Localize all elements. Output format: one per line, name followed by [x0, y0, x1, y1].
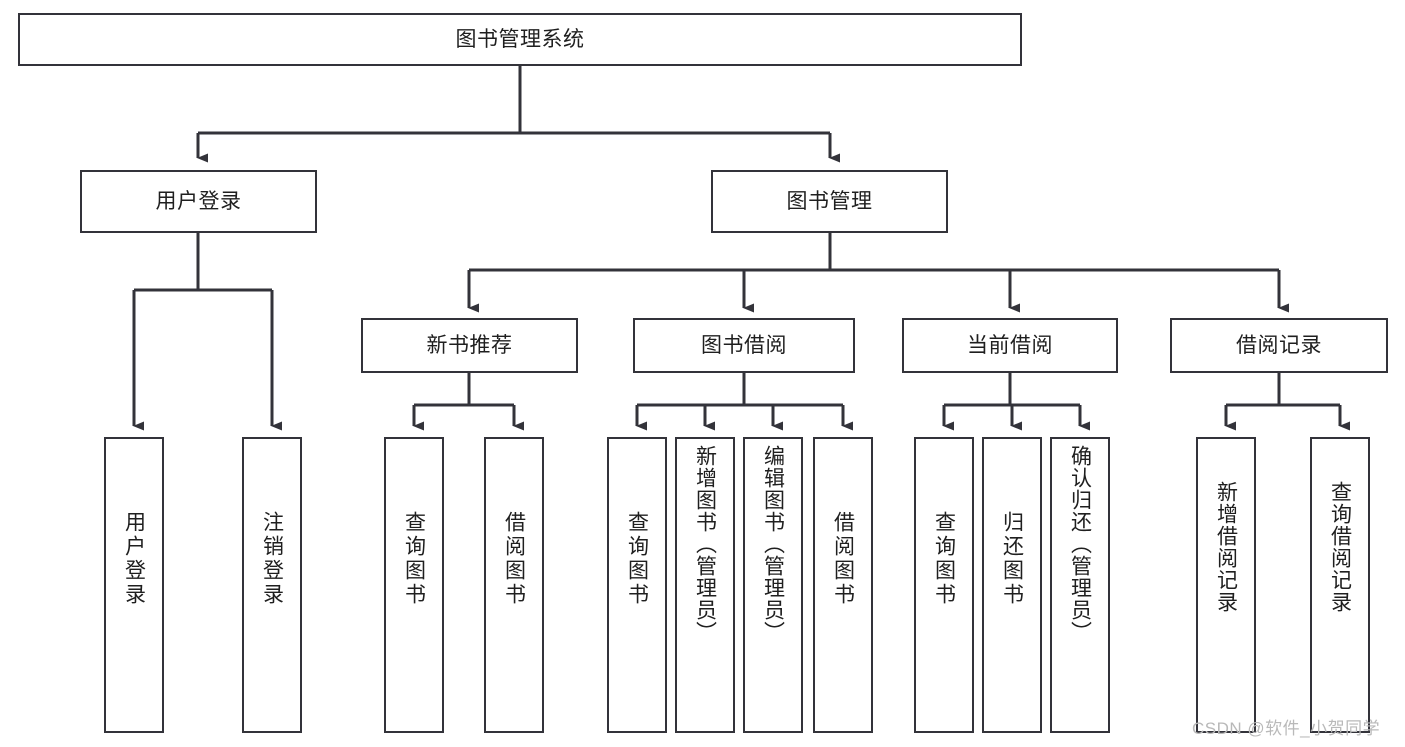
leaf-return-book[interactable]: 归还图书 — [982, 437, 1042, 733]
leaf-query-borrowing-record[interactable]: 查询借阅记录 — [1310, 437, 1370, 733]
leaf-edit-book-admin[interactable]: 编辑图书（管理员） — [743, 437, 803, 733]
node-book-borrowing[interactable]: 图书借阅 — [633, 318, 855, 373]
node-label: 查询借阅记录 — [1328, 481, 1352, 613]
leaf-borrow-book-borrowing[interactable]: 借阅图书 — [813, 437, 873, 733]
node-label: 确认归还（管理员） — [1068, 445, 1092, 643]
node-label: 借阅图书 — [831, 511, 855, 607]
node-label: 查询图书 — [932, 511, 956, 607]
node-label: 新书推荐 — [426, 333, 513, 357]
node-root-book-management-system[interactable]: 图书管理系统 — [18, 13, 1022, 66]
node-label: 用户登录 — [122, 511, 146, 607]
node-new-book-recommendation[interactable]: 新书推荐 — [361, 318, 578, 373]
node-label: 当前借阅 — [967, 333, 1053, 357]
leaf-query-book-current[interactable]: 查询图书 — [914, 437, 974, 733]
leaf-user-login[interactable]: 用户登录 — [104, 437, 164, 733]
node-borrowing-record[interactable]: 借阅记录 — [1170, 318, 1388, 373]
node-label: 编辑图书（管理员） — [761, 445, 785, 643]
node-label: 新增图书（管理员） — [693, 445, 717, 643]
csdn-watermark: CSDN @软件_小贺同学 — [1192, 719, 1381, 738]
node-label: 图书借阅 — [701, 333, 787, 357]
node-label: 用户登录 — [155, 189, 242, 213]
leaf-query-book-recommend[interactable]: 查询图书 — [384, 437, 444, 733]
leaf-borrow-book-recommend[interactable]: 借阅图书 — [484, 437, 544, 733]
leaf-logout[interactable]: 注销登录 — [242, 437, 302, 733]
node-label: 查询图书 — [402, 511, 426, 607]
leaf-confirm-return-admin[interactable]: 确认归还（管理员） — [1050, 437, 1110, 733]
node-current-borrowing[interactable]: 当前借阅 — [902, 318, 1118, 373]
node-label: 借阅记录 — [1236, 333, 1322, 357]
node-label: 借阅图书 — [502, 511, 526, 607]
leaf-add-borrowing-record[interactable]: 新增借阅记录 — [1196, 437, 1256, 733]
node-label: 查询图书 — [625, 511, 649, 607]
node-label: 注销登录 — [260, 511, 284, 607]
leaf-add-book-admin[interactable]: 新增图书（管理员） — [675, 437, 735, 733]
node-label: 归还图书 — [1000, 511, 1024, 607]
leaf-query-book-borrowing[interactable]: 查询图书 — [607, 437, 667, 733]
node-label: 图书管理 — [786, 189, 873, 213]
node-user-login[interactable]: 用户登录 — [80, 170, 317, 233]
node-book-management[interactable]: 图书管理 — [711, 170, 948, 233]
node-label: 新增借阅记录 — [1214, 481, 1238, 613]
node-label: 图书管理系统 — [455, 27, 585, 51]
